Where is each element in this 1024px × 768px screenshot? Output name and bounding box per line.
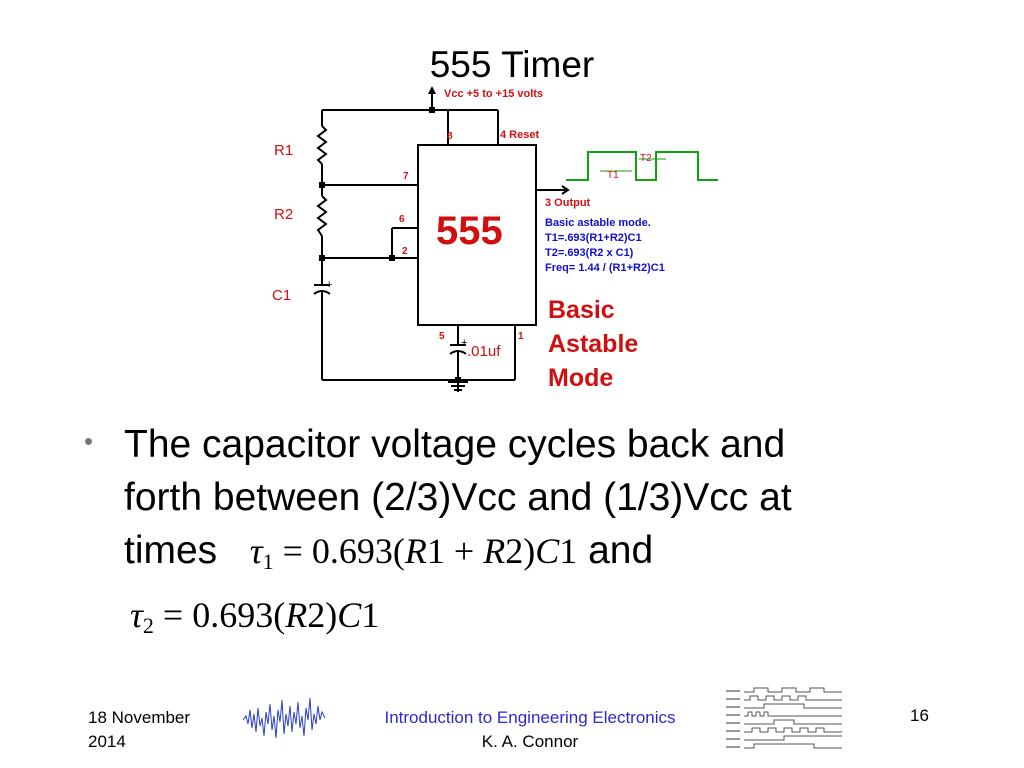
footer-course-link[interactable]: Introduction to Engineering Electronics [384,708,676,727]
mode-label: Basic [548,296,615,324]
mode-label: Mode [548,364,613,392]
chip-label: 555 [436,209,503,253]
r1-label: R1 [274,142,293,159]
bullet-text: The capacitor voltage cycles back and fo… [124,418,984,652]
bullet-line: The capacitor voltage cycles back and [124,423,786,466]
bullet-line-4: τ2 = 0.693(R2)C1 [130,588,984,652]
c1-label: C1 [272,287,291,304]
bullet-line-3: times τ1 = 0.693(R1 + R2)C1 and [124,524,984,588]
vcc-label: Vcc +5 to +15 volts [444,88,543,100]
pin3-label: 3 Output [545,197,591,209]
noise-signal-icon [243,697,325,739]
note-line: T2=.693(R2 x C1) [545,247,634,259]
bullet-dot-icon: • [84,426,94,456]
note-line: T1=.693(R1+R2)C1 [545,232,642,244]
footer-author: K. A. Connor [481,732,579,751]
footer-date: 18 November 2014 [88,708,191,751]
c1-plus: + [326,279,332,291]
circuit-diagram: Vcc +5 to +15 volts 8 4 Reset 7 6 2 5 1 … [272,86,718,392]
page-number: 16 [910,706,929,725]
timing-diagram-icon [726,687,842,749]
equation-tau2: τ2 = 0.693(R2)C1 [130,595,380,638]
note-line: Basic astable mode. [545,217,651,229]
footer-center: Introduction to Engineering Electronics … [340,706,720,754]
equation-tau1: τ1 = 0.693(R1 + R2)C1 [249,531,578,574]
note-line: Freq= 1.44 / (R1+R2)C1 [545,262,665,274]
pin7-label: 7 [403,171,409,182]
cap2-plus: + [461,337,467,349]
pin6-label: 6 [399,214,405,225]
bullet-line: forth between (2/3)Vcc and (1/3)Vcc at [124,476,792,519]
slide-title: 555 Timer [429,44,595,85]
t2-label: T2 [640,153,652,164]
bullet-times: times [124,529,218,572]
pin4-label: 4 Reset [500,129,539,141]
pin1-label: 1 [518,331,524,342]
pin2-label: 2 [402,246,408,257]
cap2-label: .01uf [467,343,501,360]
mode-label: Astable [548,330,638,358]
bullet-and: and [588,529,654,572]
pin8-label: 8 [447,131,453,142]
r2-label: R2 [274,206,293,223]
pin5-label: 5 [439,331,445,342]
t1-label: T1 [607,170,619,181]
